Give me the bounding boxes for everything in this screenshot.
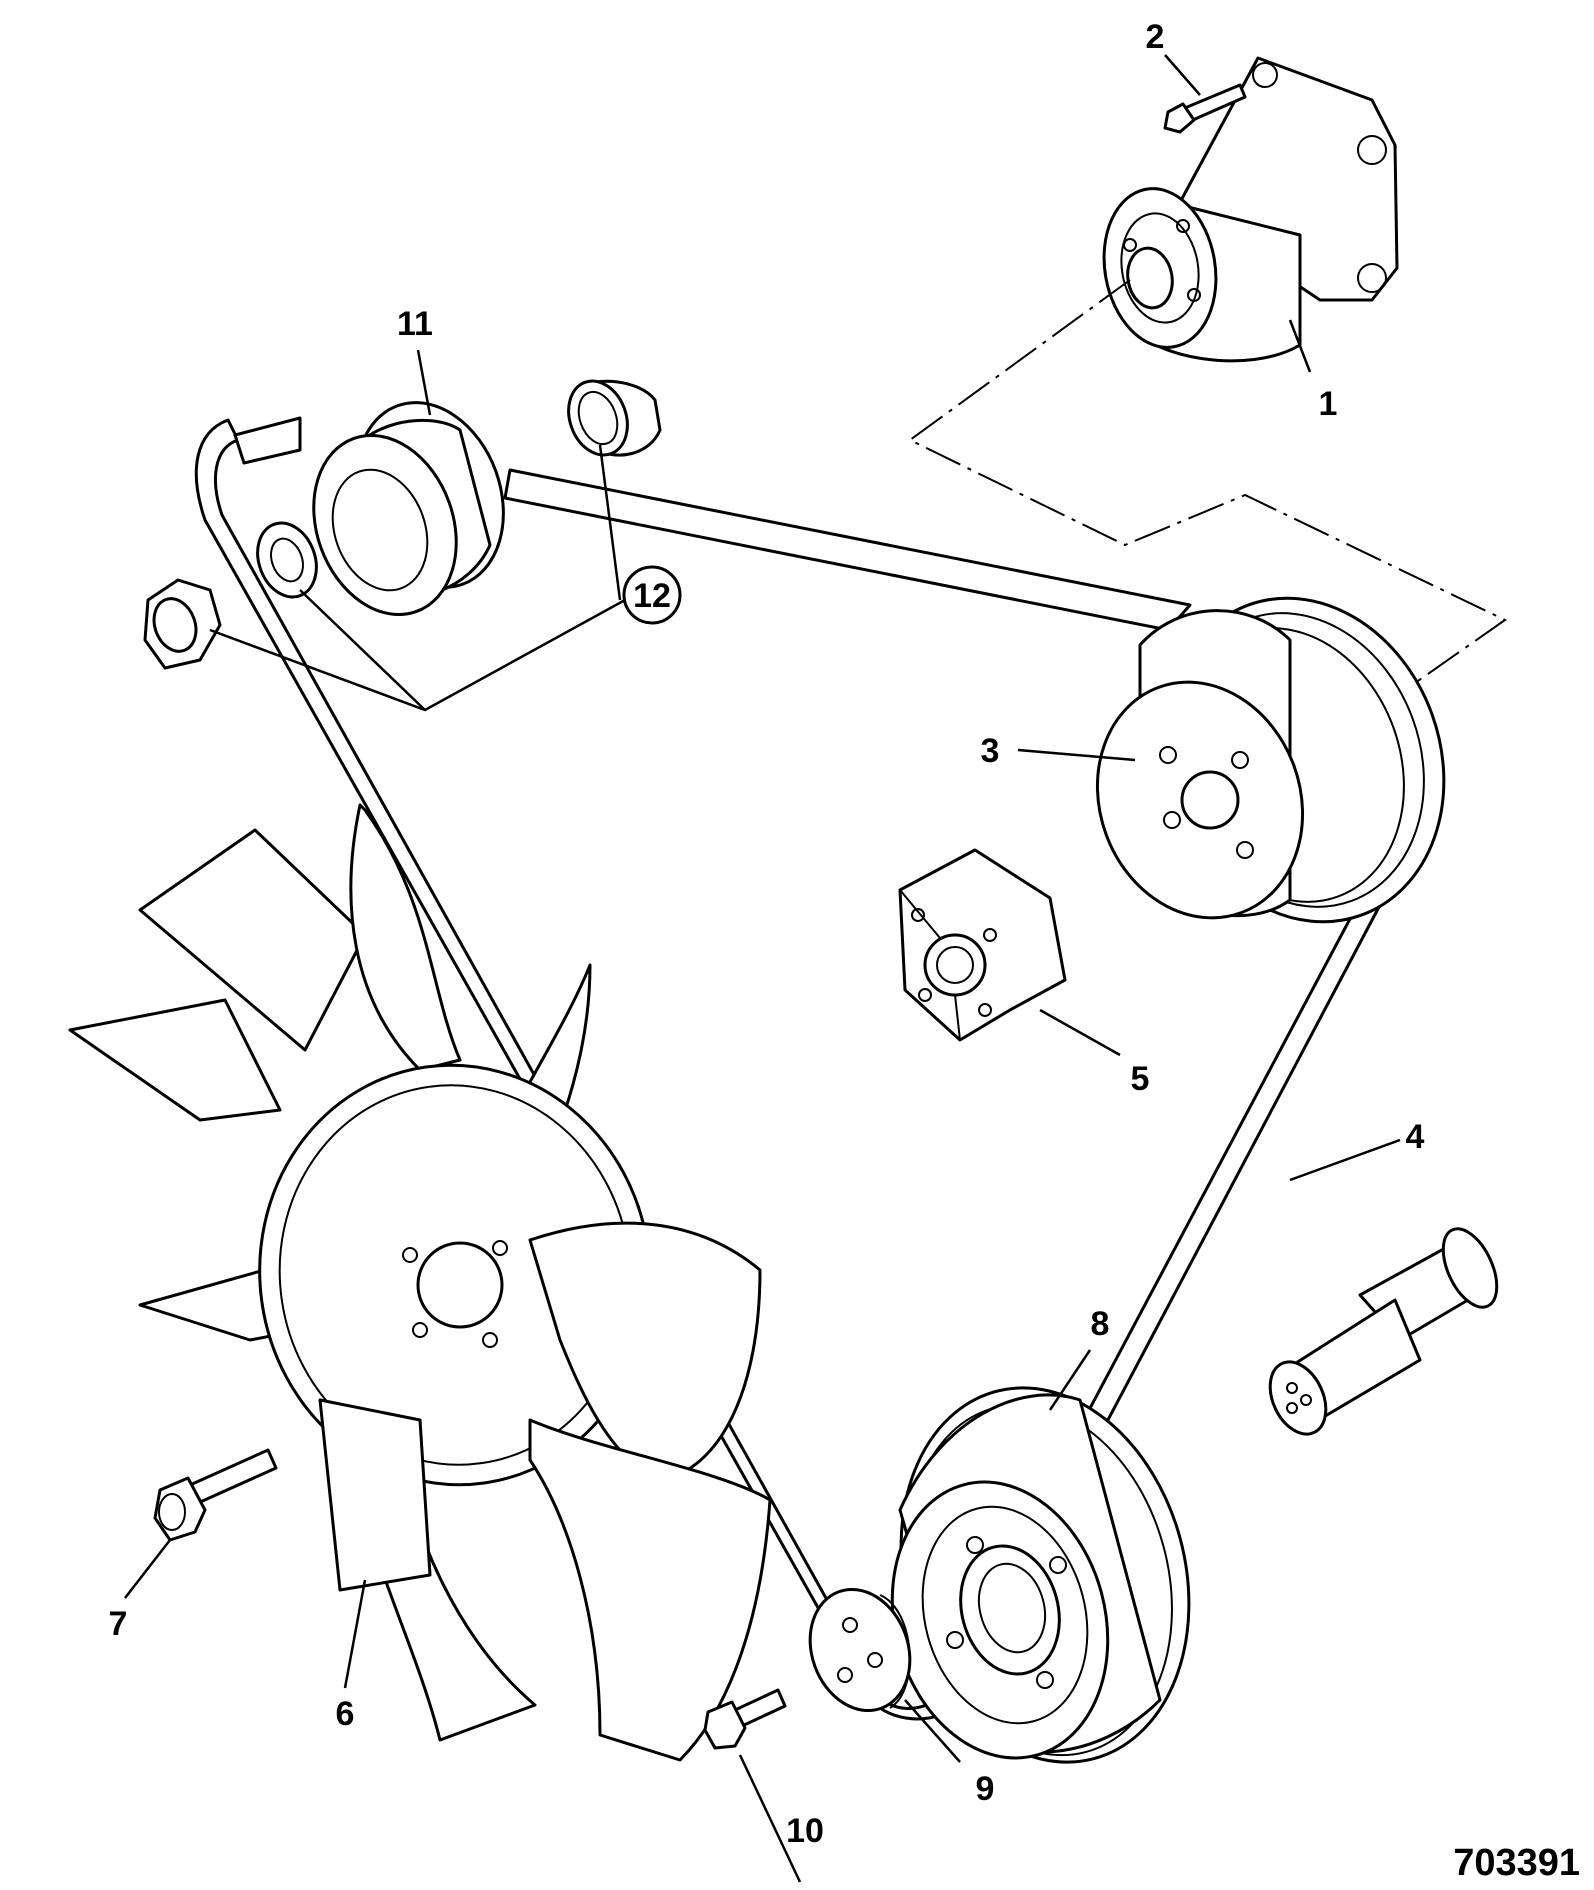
hex-nut [143, 578, 222, 670]
cooling-fan [68, 803, 772, 1762]
water-pump-pulley [1095, 596, 1446, 924]
bushing [567, 379, 662, 457]
callout-12: 12 [633, 577, 671, 615]
spring-washer [256, 521, 318, 599]
crankshaft-pulley [890, 1386, 1191, 1764]
callout-12-circle [622, 565, 682, 625]
callout-7: 7 [109, 1605, 128, 1643]
callout-11: 11 [397, 305, 433, 343]
callout-4: 4 [1406, 1118, 1425, 1156]
figure-number: 703391 [1453, 1842, 1580, 1884]
callout-10: 10 [786, 1812, 824, 1850]
callout-9: 9 [976, 1770, 995, 1808]
idler-pulley [312, 401, 505, 617]
splined-shaft [1268, 1227, 1499, 1436]
bolt-2 [1163, 83, 1247, 134]
callout-2: 2 [1146, 18, 1165, 56]
small-bolt [703, 1688, 787, 1750]
pump-housing [1102, 56, 1399, 363]
fan-bolt [153, 1448, 278, 1542]
callout-1: 1 [1319, 385, 1338, 423]
callout-labels: 1 2 3 4 5 6 7 8 9 10 11 12 [109, 18, 1425, 1850]
leader-lines [124, 54, 1401, 1883]
callout-8: 8 [1091, 1305, 1110, 1343]
callout-6: 6 [336, 1695, 355, 1733]
callout-3: 3 [981, 732, 1000, 770]
callout-5: 5 [1131, 1060, 1150, 1098]
washer-plate [808, 1587, 912, 1713]
spacer-block [898, 848, 1067, 1042]
alignment-lines [908, 279, 1507, 691]
